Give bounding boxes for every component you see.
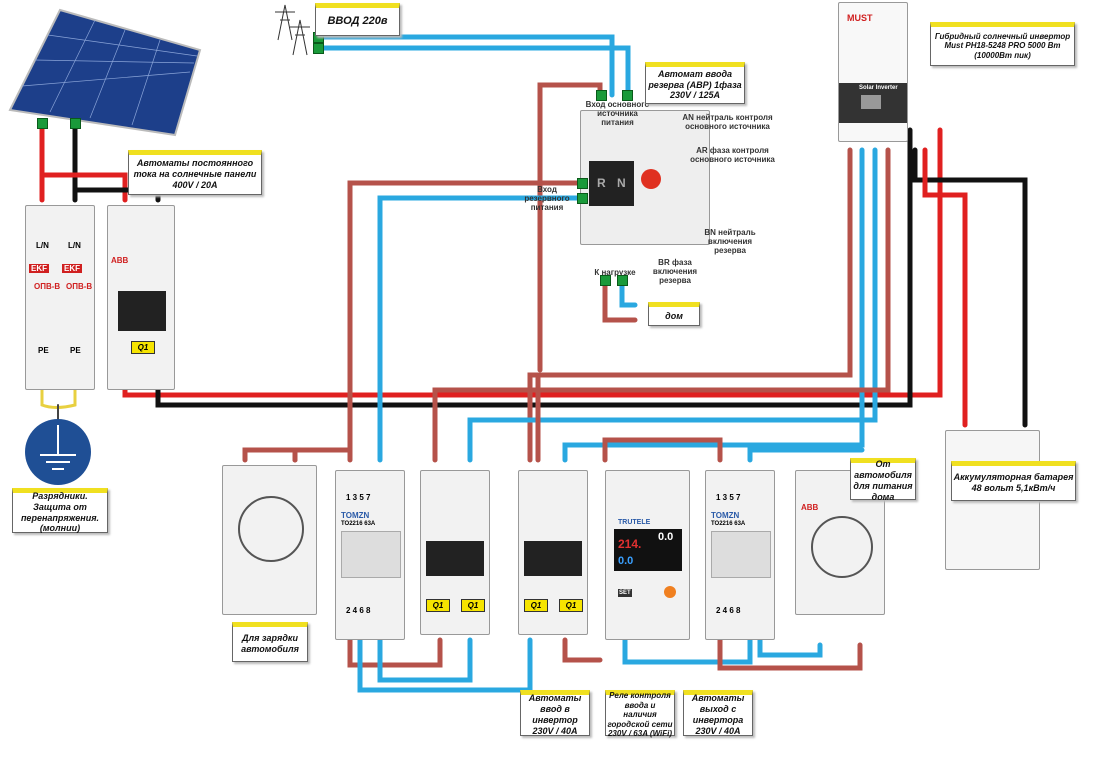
terminal xyxy=(70,118,81,129)
abb-logo: ABB xyxy=(111,256,129,265)
q1-label: Q1 xyxy=(559,599,583,612)
must-logo: MUST xyxy=(847,13,873,23)
car-charge-label: Для зарядки автомобиля xyxy=(232,622,308,662)
ats-bn-label: BN нейтраль включения резерва xyxy=(704,228,756,256)
relay-kwh: 0.0 xyxy=(658,531,674,543)
ats-br-label: BR фаза включения резерва xyxy=(652,258,698,286)
ats-ar-label: AR фаза контроля основного источника xyxy=(690,146,775,165)
pe-label: PE xyxy=(38,346,49,355)
terminal xyxy=(600,275,611,286)
breaker-toggle[interactable] xyxy=(426,541,484,576)
tomzn-model: TO2216 63A xyxy=(341,521,376,527)
terminal xyxy=(617,275,628,286)
terminal xyxy=(577,193,588,204)
bottom-terminal-numbers: 2 4 6 8 xyxy=(346,606,371,615)
q1-label: Q1 xyxy=(426,599,450,612)
breaker-toggle[interactable] xyxy=(524,541,582,576)
q1-label: Q1 xyxy=(131,341,155,354)
inverter-name: Solar Inverter xyxy=(859,85,898,91)
ats-load-label: К нагрузке xyxy=(594,268,636,277)
car-charge-socket[interactable] xyxy=(222,465,317,615)
relay-current: 0.0 xyxy=(618,555,634,567)
spd-model: ОПВ-В xyxy=(66,282,93,291)
switch-lever[interactable] xyxy=(711,531,771,578)
house-label: дом xyxy=(648,302,700,326)
relay-voltage: 214. xyxy=(618,537,642,551)
terminal xyxy=(596,90,607,101)
ats-reserve-input-label: Вход резервного питания xyxy=(524,185,570,213)
input-label: ВВОД 220в xyxy=(315,3,400,36)
battery-label: Аккумуляторная батарея 48 вольт 5,1кВт/ч xyxy=(951,461,1076,501)
relay-display: 214. 0.0 0.0 xyxy=(614,529,682,571)
hybrid-inverter: MUST Solar Inverter xyxy=(838,2,908,142)
top-terminal-numbers: 1 3 5 7 xyxy=(346,493,371,502)
q1-label: Q1 xyxy=(524,599,548,612)
q1-label: Q1 xyxy=(461,599,485,612)
terminal xyxy=(577,178,588,189)
ac-breaker-pair-2[interactable]: Q1 Q1 xyxy=(518,470,588,635)
surge-arrester: L/N L/N EKF EKF ОПВ-В ОПВ-В PE PE xyxy=(25,205,95,390)
relay-label: Реле контроля ввода и наличия городской … xyxy=(605,690,675,738)
relay-brand: TRUTELE xyxy=(618,519,651,526)
inverter-output-breakers-label: Автоматы выход с инвертора 230V / 40A xyxy=(683,690,753,736)
switch-lever[interactable] xyxy=(341,531,401,578)
abb-logo: ABB xyxy=(801,503,819,512)
ln-label: L/N xyxy=(68,241,81,250)
ac-breaker-pair-1[interactable]: Q1 Q1 xyxy=(420,470,490,635)
spd-model: ОПВ-В xyxy=(34,282,61,291)
ekf-logo: EKF xyxy=(29,264,49,273)
breaker-toggle[interactable] xyxy=(118,291,166,331)
bottom-terminal-numbers: 2 4 6 8 xyxy=(716,606,741,615)
r-label: R xyxy=(597,176,606,190)
ln-label: L/N xyxy=(36,241,49,250)
changeover-switch-output[interactable]: 1 3 5 7 TOMZN TO2216 63A 2 4 6 8 xyxy=(705,470,775,640)
power-button-icon[interactable] xyxy=(664,586,676,598)
from-car-label: От автомобиля для питания дома xyxy=(850,458,916,502)
top-terminal-numbers: 1 3 5 7 xyxy=(716,493,741,502)
relay-set-button[interactable]: SET xyxy=(618,589,632,597)
tomzn-logo: TOMZN xyxy=(711,511,740,520)
n-label: N xyxy=(617,176,626,190)
dc-breakers-label: Автоматы постоянного тока на солнечные п… xyxy=(128,150,262,195)
solar-panel xyxy=(8,8,202,137)
inverter-display xyxy=(861,95,881,109)
ats-label: Автомат ввода резерва (АВР) 1фаза 230V /… xyxy=(645,62,745,104)
dc-breaker[interactable]: ABB Q1 xyxy=(107,205,175,390)
changeover-switch-input[interactable]: 1 3 5 7 TOMZN TO2216 63A 2 4 6 8 xyxy=(335,470,405,640)
ats-switch-knob[interactable] xyxy=(641,169,661,189)
inverter-label: Гибридный солнечный инвертор Must PH18-5… xyxy=(930,22,1075,66)
terminal xyxy=(313,43,324,54)
tomzn-logo: TOMZN xyxy=(341,511,370,520)
terminal xyxy=(37,118,48,129)
power-tower-icon xyxy=(275,4,310,56)
ekf-logo: EKF xyxy=(62,264,82,273)
ground-icon xyxy=(25,419,91,485)
ats-device: R N xyxy=(580,110,710,245)
terminal xyxy=(622,90,633,101)
ats-an-label: AN нейтраль контроля основного источника xyxy=(682,113,773,132)
tomzn-model: TO2216 63A xyxy=(711,521,746,527)
pe-label: PE xyxy=(70,346,81,355)
surge-label: Разрядники. Защита от перенапряжения. (м… xyxy=(12,488,108,533)
battery: Аккумуляторная батарея 48 вольт 5,1кВт/ч xyxy=(945,430,1076,570)
inverter-input-breakers-label: Автоматы ввод в инвертор 230V / 40A xyxy=(520,690,590,736)
ats-main-input-label: Вход основного источника питания xyxy=(585,100,650,128)
voltage-relay: TRUTELE 214. 0.0 0.0 SET xyxy=(605,470,690,640)
